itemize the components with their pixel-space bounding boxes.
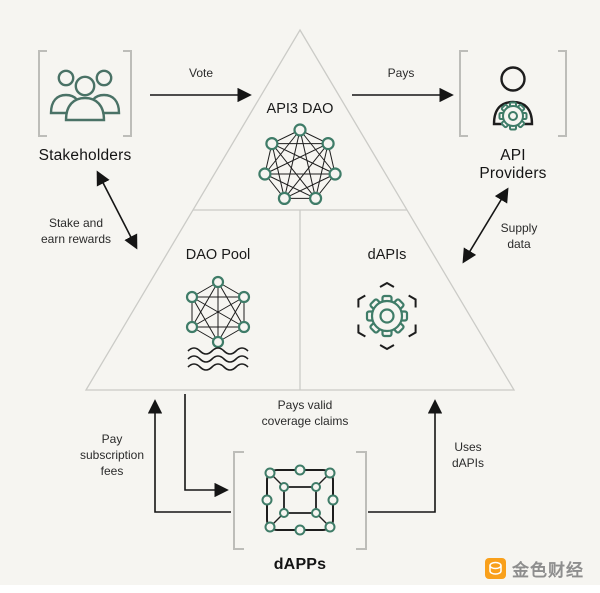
jinse-finance-logo-icon — [485, 558, 506, 579]
subscription-fees-arrow — [147, 399, 231, 513]
vote-label: Vote — [188, 66, 214, 80]
stakeholders-bracket-frame — [38, 50, 132, 137]
dao-pool-label: DAO Pool — [185, 247, 251, 263]
coverage-claims-arrow — [184, 394, 229, 498]
dapis-label: dAPIs — [367, 247, 407, 263]
api3-dao-network-icon — [258, 123, 342, 205]
triangle-outline — [84, 28, 516, 391]
dapps-cube-network-icon — [233, 451, 367, 550]
stakeholders-people-icon — [38, 50, 132, 137]
supply-data-label: Supply data — [500, 221, 538, 251]
uses-dapis-label: Uses dAPIs — [451, 440, 485, 470]
dapps-bracket-frame — [233, 451, 367, 550]
watermark-text: 金色财经 — [512, 561, 584, 580]
supply-data-arrow — [462, 187, 509, 264]
api-providers-bracket-frame — [459, 50, 567, 137]
uses-dapis-arrow — [368, 399, 443, 513]
bottom-margin — [0, 585, 600, 593]
coverage-claims-label: Pays valid coverage claims — [261, 398, 349, 428]
stake-earn-rewards-label: Stake and earn rewards — [40, 216, 112, 246]
jinse-finance-watermark: 金色财经 — [485, 556, 584, 581]
api-providers-person-gear-icon — [459, 50, 567, 137]
stake-earn-arrow — [96, 170, 138, 250]
water-waves-icon — [187, 347, 249, 371]
dapis-hexagon-gear-icon — [357, 281, 417, 351]
stakeholders-label: Stakeholders — [38, 147, 132, 164]
api3-dao-label: API3 DAO — [266, 101, 334, 117]
dao-pool-network-waves-icon — [185, 275, 251, 371]
pays-label: Pays — [387, 66, 415, 80]
dapps-label: dAPPs — [273, 556, 327, 573]
subscription-fees-label: Pay subscription fees — [79, 432, 145, 478]
api-providers-label: API Providers — [479, 147, 547, 182]
